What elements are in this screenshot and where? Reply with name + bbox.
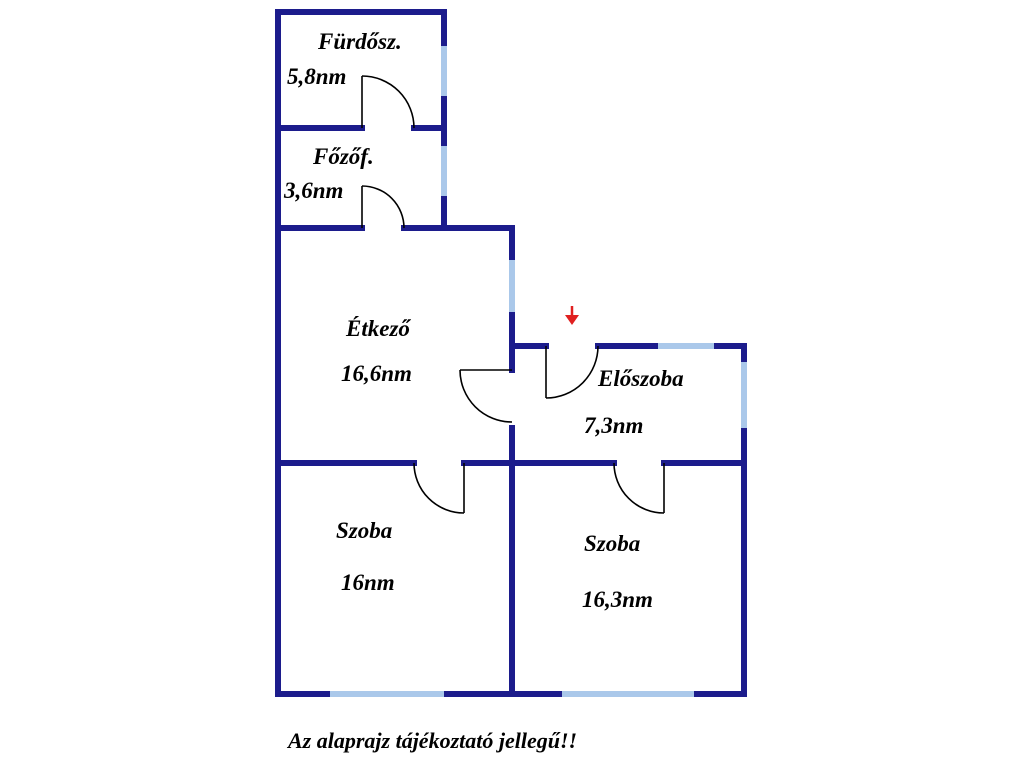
room-area: 5,8nm	[287, 64, 346, 89]
doors	[361, 75, 665, 514]
room-name: Főzőf.	[312, 144, 374, 169]
room-előszoba: Előszoba 7,3nm	[584, 366, 684, 438]
room-name: Előszoba	[597, 366, 684, 391]
window-kitchenette	[441, 146, 447, 196]
room-area: 16,3nm	[582, 587, 653, 612]
door-right-room	[613, 462, 665, 514]
windows	[330, 46, 747, 697]
room-name: Szoba	[584, 531, 640, 556]
window-left-room	[330, 691, 444, 697]
window-right-room	[562, 691, 694, 697]
window-dining	[509, 260, 515, 312]
room-fürdőszoba: Fürdősz. 5,8nm	[287, 29, 402, 89]
room-szoba-right: Szoba 16,3nm	[582, 531, 653, 612]
window-hall-top	[658, 343, 714, 349]
room-area: 7,3nm	[584, 413, 643, 438]
disclaimer-caption: Az alaprajz tájékoztató jellegű!!	[286, 728, 577, 753]
room-area: 3,6nm	[283, 178, 343, 203]
room-area: 16,6nm	[341, 361, 412, 386]
room-name: Szoba	[336, 518, 392, 543]
door-entrance	[545, 345, 599, 399]
door-bathroom	[361, 75, 415, 129]
room-főzőfülke: Főzőf. 3,6nm	[283, 144, 374, 203]
window-bathroom	[441, 46, 447, 96]
door-left-room	[413, 462, 465, 514]
entrance-arrow-icon	[565, 306, 579, 325]
room-name: Fürdősz.	[317, 29, 402, 54]
room-étkező: Étkező 16,6nm	[341, 316, 412, 386]
window-hall-right	[741, 362, 747, 428]
room-area: 16nm	[341, 570, 395, 595]
room-name: Étkező	[345, 316, 411, 341]
door-kitchenette	[361, 185, 405, 229]
room-szoba-left: Szoba 16nm	[336, 518, 395, 595]
door-dining-hall	[459, 369, 513, 423]
